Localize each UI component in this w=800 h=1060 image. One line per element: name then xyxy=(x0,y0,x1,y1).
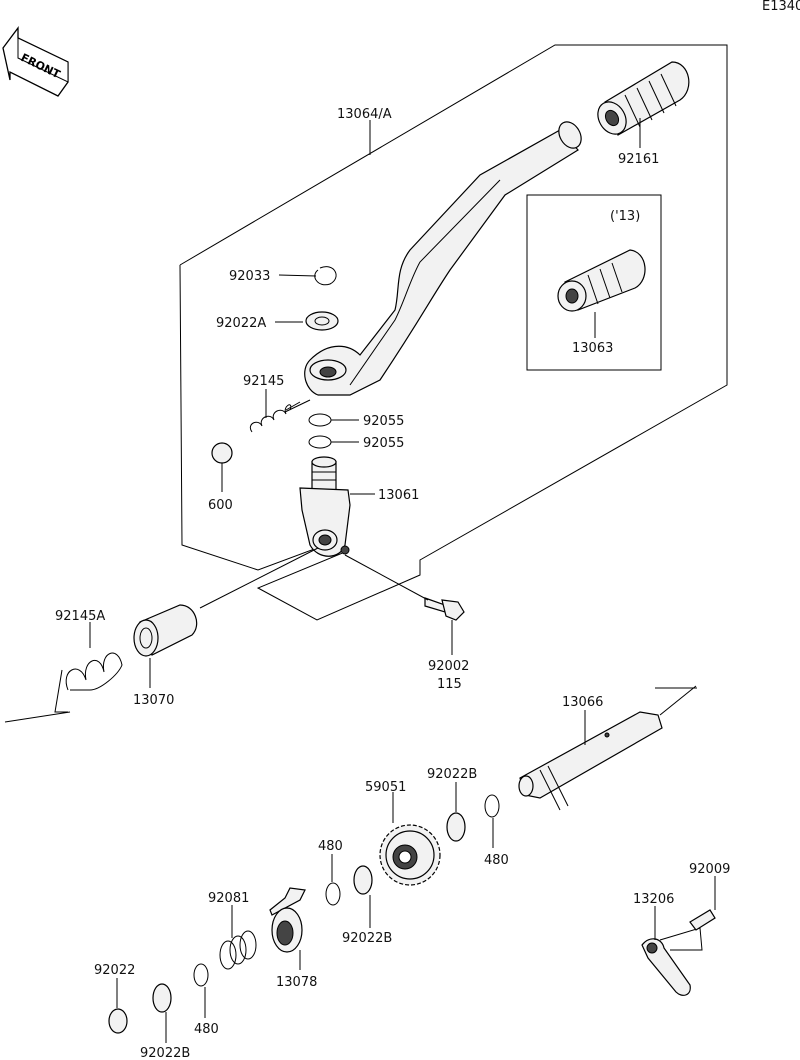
leader-lines xyxy=(4,118,716,1043)
screw-92009 xyxy=(689,909,716,931)
variant-box xyxy=(526,194,662,371)
label-92055-upper: 92055 xyxy=(363,414,404,429)
label-92145a: 92145A xyxy=(55,609,105,624)
label-13078: 13078 xyxy=(276,975,317,990)
label-92145: 92145 xyxy=(243,374,284,389)
label-92009: 92009 xyxy=(689,862,730,877)
label-92022b-middle: 92022B xyxy=(342,931,392,946)
bolt-92002 xyxy=(424,597,465,621)
washer-92022b-lower xyxy=(152,983,172,1013)
label-92055-lower: 92055 xyxy=(363,436,404,451)
washer-92022b-middle xyxy=(353,865,373,895)
label-92081: 92081 xyxy=(208,891,249,906)
label-92022b-upper: 92022B xyxy=(427,767,477,782)
washer-92022b-upper xyxy=(446,812,466,842)
label-92002: 92002 xyxy=(428,659,469,674)
sleeve-13070 xyxy=(133,604,198,657)
kick-shaft xyxy=(518,711,663,811)
kick-pedal-arm xyxy=(304,121,582,396)
spring-92145a xyxy=(54,652,123,713)
label-13061: 13061 xyxy=(378,488,419,503)
label-480-upper: 480 xyxy=(484,853,509,868)
label-600: 600 xyxy=(208,498,233,513)
o-ring-lower xyxy=(308,435,332,449)
label-13066: 13066 xyxy=(562,695,603,710)
label-13063: 13063 xyxy=(572,341,613,356)
washer-92022 xyxy=(108,1008,128,1034)
diagram-code: E1340 xyxy=(762,0,800,14)
label-13206: 13206 xyxy=(633,892,674,907)
label-92022b-lower: 92022B xyxy=(140,1046,190,1060)
kick-boss xyxy=(299,456,351,557)
washer-92022a xyxy=(305,311,339,331)
spring-92145 xyxy=(249,401,301,433)
label-59051: 59051 xyxy=(365,780,406,795)
ratchet-13078 xyxy=(269,887,306,953)
guide-plate xyxy=(641,927,703,996)
part-labels: 13064/A 92161 ('13) 92033 92022A 13063 9… xyxy=(55,107,730,1060)
spring-92081 xyxy=(219,930,257,970)
label-92033: 92033 xyxy=(229,269,270,284)
circlip-480-middle xyxy=(325,882,341,906)
pedal-rubber-alt xyxy=(557,249,646,312)
pedal-rubber-grip xyxy=(597,61,690,136)
label-13070: 13070 xyxy=(133,693,174,708)
o-ring-upper xyxy=(308,413,332,427)
label-480-lower: 480 xyxy=(194,1022,219,1037)
circlip xyxy=(314,266,337,286)
kick-gear xyxy=(379,824,441,886)
label-13-variant: ('13) xyxy=(610,209,640,224)
circlip-480-upper xyxy=(484,794,500,818)
label-92022: 92022 xyxy=(94,963,135,978)
label-13064a: 13064/A xyxy=(337,107,392,122)
front-arrow-icon: FRONT xyxy=(2,26,69,97)
circlip-480-lower xyxy=(193,963,209,987)
steel-ball xyxy=(211,442,233,464)
assembly-outline xyxy=(179,44,728,621)
label-480-middle: 480 xyxy=(318,839,343,854)
label-115: 115 xyxy=(437,677,462,692)
label-92022a: 92022A xyxy=(216,316,266,331)
label-92161: 92161 xyxy=(618,152,659,167)
